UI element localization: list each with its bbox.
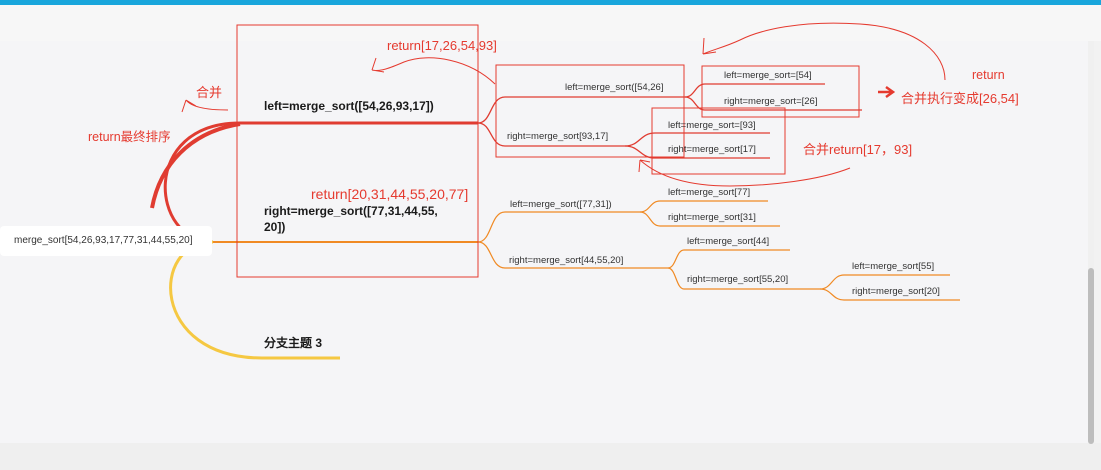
vertical-scrollbar-track[interactable] <box>1088 41 1094 443</box>
annotation-merge-exec-26-54: 合并执行变成[26,54] <box>901 91 1019 106</box>
node-left-77[interactable]: left=merge_sort[77] <box>668 187 751 198</box>
annotation-return-17-26-54-93: return[17,26,54,93] <box>387 38 497 53</box>
left-topic[interactable]: left=merge_sort([54,26,93,17]) <box>264 99 434 113</box>
arrow-merge-small <box>181 99 229 113</box>
annotation-box-54-26 <box>701 65 860 118</box>
branch-to-left-topic <box>163 121 478 244</box>
annotation-return: return <box>972 68 1005 82</box>
top-accent-bar <box>0 0 1101 5</box>
branch-topic-3[interactable]: 分支主题 3 <box>264 336 323 350</box>
node-right-31[interactable]: right=merge_sort[31] <box>668 212 756 223</box>
arrow-right-pointer <box>878 85 896 99</box>
bottom-strip <box>0 443 1101 470</box>
right-topic-line1[interactable]: right=merge_sort([77,31,44,55, <box>264 204 438 218</box>
node-right-26[interactable]: right=merge_sort=[26] <box>724 96 818 107</box>
annotation-box-level2 <box>495 64 685 158</box>
node-right-55-20[interactable]: right=merge_sort[55,20] <box>687 274 789 285</box>
vertical-scrollbar-thumb[interactable] <box>1088 268 1094 444</box>
annotation-return-20-31-44-55-20-77: return[20,31,44,55,20,77] <box>311 186 469 202</box>
annotation-merge-return-17-93: 合并return[17，93] <box>803 142 913 157</box>
branch-red-thick-overlay <box>150 122 241 209</box>
root-node[interactable]: merge_sort[54,26,93,17,77,31,44,55,20] <box>0 226 212 256</box>
node-left-54-26[interactable]: left=merge_sort([54,26] <box>565 82 664 93</box>
arrow-merge-93-17 <box>638 159 851 187</box>
node-left-55[interactable]: left=merge_sort[55] <box>852 261 935 272</box>
arrow-return-curve-top <box>371 57 496 85</box>
node-left-44[interactable]: left=merge_sort[44] <box>687 236 770 247</box>
annotation-merge: 合并 <box>196 85 223 100</box>
node-left-93[interactable]: left=merge_sort=[93] <box>668 120 756 131</box>
node-right-20[interactable]: right=merge_sort[20] <box>852 286 940 297</box>
annotation-box-93-17 <box>651 107 786 175</box>
annotation-return-final-sort: return最终排序 <box>88 130 171 144</box>
node-right-17[interactable]: right=merge_sort[17] <box>668 144 756 155</box>
right-topic-line2[interactable]: 20]) <box>264 220 286 234</box>
node-right-44-55-20[interactable]: right=merge_sort[44,55,20] <box>509 255 624 266</box>
node-right-93-17[interactable]: right=merge_sort[93,17] <box>507 131 609 142</box>
node-left-77-31[interactable]: left=merge_sort([77,31]) <box>510 199 612 210</box>
annotation-box-left-right-topics <box>236 24 479 278</box>
arrow-return-top-right <box>702 22 946 81</box>
node-left-54[interactable]: left=merge_sort=[54] <box>724 70 812 81</box>
toolbar-strip <box>0 5 1101 41</box>
